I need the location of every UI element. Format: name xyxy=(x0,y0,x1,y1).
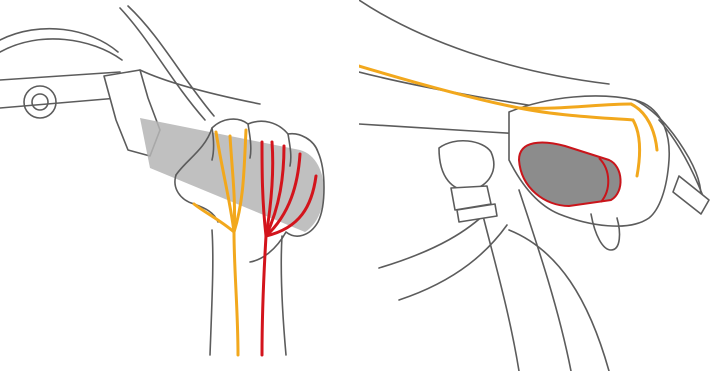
fork-curve xyxy=(509,230,609,371)
handlebar-end xyxy=(673,176,709,214)
bar-end-bolt xyxy=(24,86,56,118)
forearm-outline xyxy=(281,236,286,355)
bar-end-bolt-inner xyxy=(32,94,48,110)
right-top-view-illustration xyxy=(359,0,718,371)
handlebar xyxy=(0,72,120,108)
forearm-outline xyxy=(210,230,213,355)
stem xyxy=(439,141,494,190)
frame-tube xyxy=(379,210,507,300)
left-hand-grip-illustration xyxy=(0,0,359,371)
forearm-outline xyxy=(359,0,609,84)
